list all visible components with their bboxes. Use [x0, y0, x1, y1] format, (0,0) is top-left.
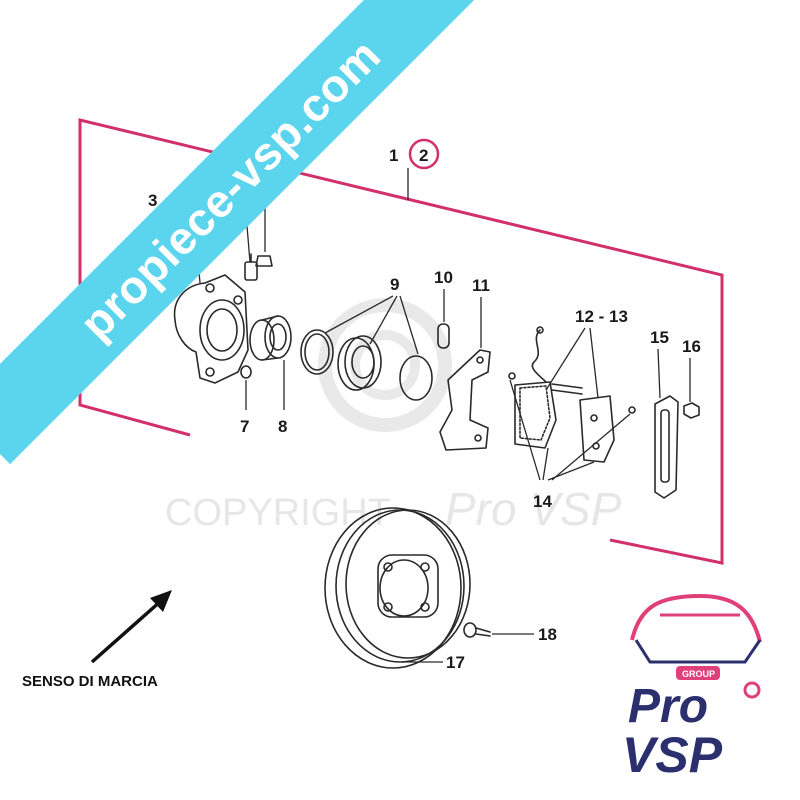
leader-9a: [324, 295, 394, 334]
leader-13: [589, 327, 599, 399]
part-guide-pin: [437, 323, 450, 349]
callout-8: 8: [278, 417, 287, 436]
callout-7: 7: [240, 417, 249, 436]
part-bleeder-cap: [255, 255, 273, 267]
frame-outline: [78, 118, 724, 565]
logo-car-body: [634, 639, 762, 664]
logo-hex-dot: [743, 681, 761, 699]
callout-18: 18: [538, 625, 557, 644]
part-caliper-bracket: [439, 349, 491, 451]
logo-group-text: GROUP: [682, 669, 715, 679]
leader-14d: [551, 413, 631, 481]
logo-vsp-text: VSP: [622, 727, 723, 783]
watermark-ring-inner: [350, 330, 420, 400]
watermark-provsp: Pro VSP: [445, 483, 622, 535]
part-bleeder-screw: [244, 253, 258, 281]
part-small-nut: [240, 365, 252, 379]
leader-9c: [399, 295, 419, 355]
part-brake-pad-outer: [551, 383, 615, 463]
callout-2-highlight: [408, 138, 440, 170]
callout-9: 9: [390, 275, 399, 294]
leader-15: [657, 348, 661, 399]
watermark: COPYRIGHT Pro VSP: [165, 298, 622, 535]
callout-2: 2: [419, 146, 428, 165]
logo-group-badge: [676, 666, 720, 680]
part-clip-a: [508, 372, 516, 380]
part-seal-ring: [300, 329, 334, 375]
leader-14a: [509, 379, 541, 481]
direction-arrow: [90, 590, 172, 664]
part-heat-shield: [654, 395, 679, 499]
callout-14: 14: [533, 492, 552, 511]
logo-car-roof: [630, 593, 762, 643]
logo-pro-text: Pro: [628, 680, 708, 733]
assembly-frame: [78, 118, 724, 565]
provsp-logo: GROUP Pro VSP: [622, 593, 762, 783]
callout-1: 1: [389, 146, 398, 165]
direction-label: SENSO DI MARCIA: [22, 673, 158, 690]
callout-17: 17: [446, 653, 465, 672]
leader-9b: [369, 295, 398, 345]
part-clip-b: [628, 406, 636, 414]
part-brake-pad-inner: [514, 326, 557, 449]
callout-16: 16: [682, 337, 701, 356]
part-caliper: [173, 274, 249, 384]
callout-11: 11: [472, 276, 490, 295]
part-piston: [249, 315, 292, 361]
callout-3: 3: [148, 191, 157, 210]
part-dust-boot: [337, 335, 382, 391]
callout-10: 10: [434, 268, 453, 287]
callout-15: 15: [650, 328, 669, 347]
watermark-copyright: COPYRIGHT: [165, 492, 391, 534]
part-retaining-ring: [399, 355, 433, 401]
leader-12: [545, 327, 586, 391]
part-disc-screw: [463, 622, 491, 638]
callout-12-13: 12 - 13: [575, 307, 628, 326]
leader-14b: [542, 447, 549, 481]
part-nut: [683, 402, 700, 419]
part-brake-disc: [324, 507, 471, 669]
